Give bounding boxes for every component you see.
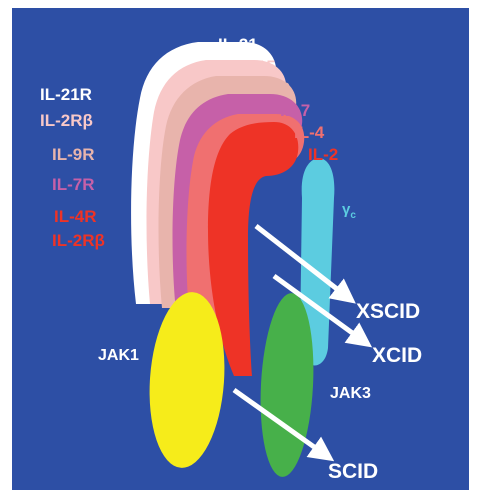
receptor-label-il21r: IL-21R <box>40 85 92 104</box>
jak1-label: JAK1 <box>98 347 139 364</box>
xscid-arrow <box>254 224 356 304</box>
cytokine-label-il2: IL-2 <box>308 145 338 164</box>
cytokine-label-il4: IL-4 <box>294 123 325 142</box>
il2-receptor-chain <box>208 122 299 376</box>
gamma-c-label: γc <box>342 201 356 221</box>
scid-label: SCID <box>328 460 378 483</box>
receptor-label-il4r: IL-4R <box>54 207 97 226</box>
jak3-kinase <box>260 293 314 477</box>
cytokine-label-il9: IL-9 <box>260 79 290 98</box>
cytokine-label-il15: IL-15 <box>236 57 276 76</box>
gamma-c-symbol: γ <box>342 201 351 218</box>
receptor-label-il2rb-upper: IL-2Rβ <box>40 111 93 130</box>
gamma-c-subscript: c <box>350 210 356 221</box>
xcid-label: XCID <box>372 344 422 367</box>
receptor-diagram: IL-21 IL-15 IL-9 IL-7 IL-4 IL-2 IL-21R I… <box>12 8 469 490</box>
receptor-label-il2rb-lower: IL-2Rβ <box>52 231 105 250</box>
receptor-label-il9r: IL-9R <box>52 145 95 164</box>
xscid-label: XSCID <box>356 300 420 323</box>
cytokine-label-il21: IL-21 <box>218 35 258 54</box>
jak3-label: JAK3 <box>330 385 371 402</box>
jak1-kinase <box>149 292 225 468</box>
scid-arrow <box>232 387 335 462</box>
cytokine-label-il7: IL-7 <box>280 101 310 120</box>
xcid-arrow <box>272 273 373 348</box>
receptor-label-il7r: IL-7R <box>52 175 95 194</box>
